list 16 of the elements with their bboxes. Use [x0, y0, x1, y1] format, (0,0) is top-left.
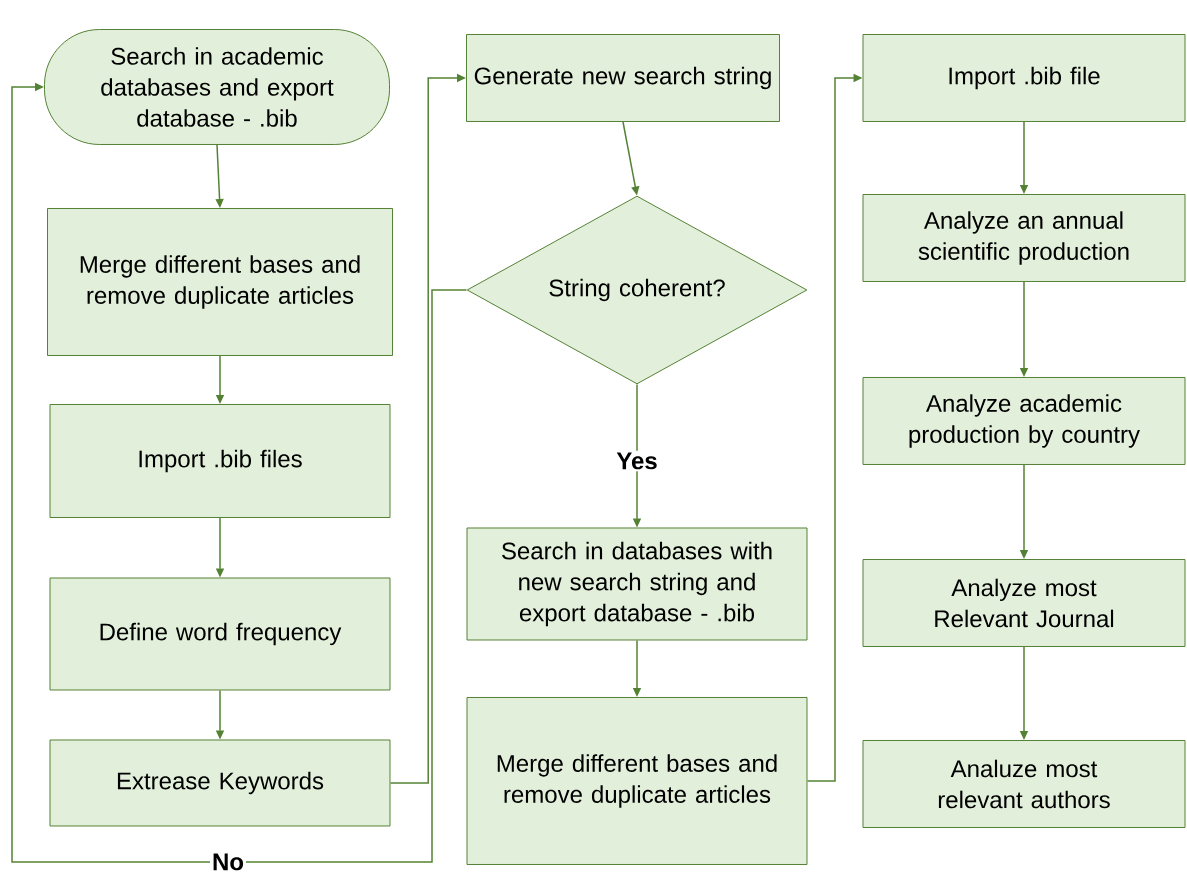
- process-box: Analyze an annual scientific production: [862, 194, 1186, 282]
- process-box: Extrease Keywords: [49, 739, 391, 827]
- process-box: Analyze academic production by country: [862, 377, 1186, 465]
- edge-label: No: [210, 851, 246, 873]
- process-box: Merge different bases and remove duplicate articles: [47, 208, 393, 356]
- arrow: [11, 82, 468, 863]
- process-box: Analuze most relevant authors: [862, 740, 1186, 828]
- process-box: Analyze most Relevant Journal: [862, 559, 1186, 647]
- process-box: Generate new search string: [466, 34, 780, 122]
- process-box: Merge different bases and remove duplicate articles: [466, 697, 808, 865]
- process-box: Define word frequency: [49, 577, 391, 691]
- process-box: Search in databases with new search string and export database - .bib: [466, 527, 808, 641]
- process-box: Import .bib files: [49, 404, 391, 518]
- start-terminal: Search in academic databases and export database - .bib: [44, 29, 390, 145]
- process-box: Import .bib file: [862, 34, 1186, 122]
- edge-label: Yes: [614, 450, 660, 472]
